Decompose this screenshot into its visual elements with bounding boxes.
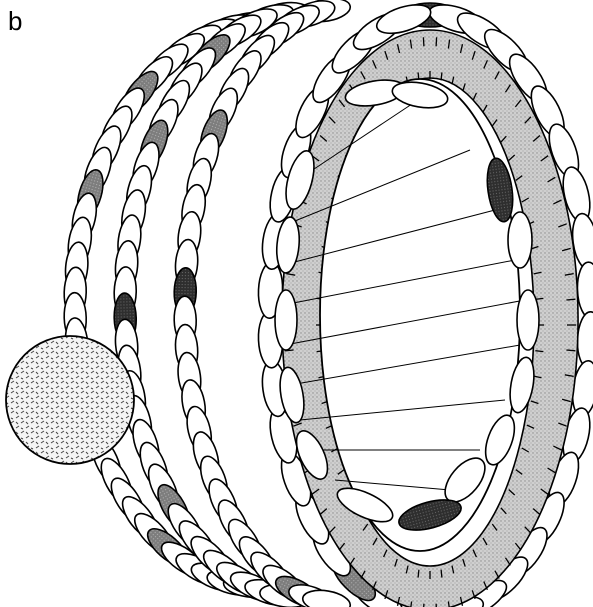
band-tick (423, 37, 424, 46)
band-tick (566, 299, 575, 300)
sphere (6, 336, 134, 464)
band-tick (535, 351, 543, 352)
inner-cell (508, 212, 532, 268)
band-tick (418, 570, 419, 578)
lumen-opening (320, 79, 520, 551)
band-tick (566, 350, 575, 351)
inner-cell (517, 290, 539, 350)
band-tick (441, 570, 442, 578)
band-tick (441, 72, 442, 80)
band-tick (436, 37, 437, 46)
attached-sphere (6, 336, 134, 464)
rim-cell (576, 262, 593, 319)
inner-cell (275, 290, 297, 350)
